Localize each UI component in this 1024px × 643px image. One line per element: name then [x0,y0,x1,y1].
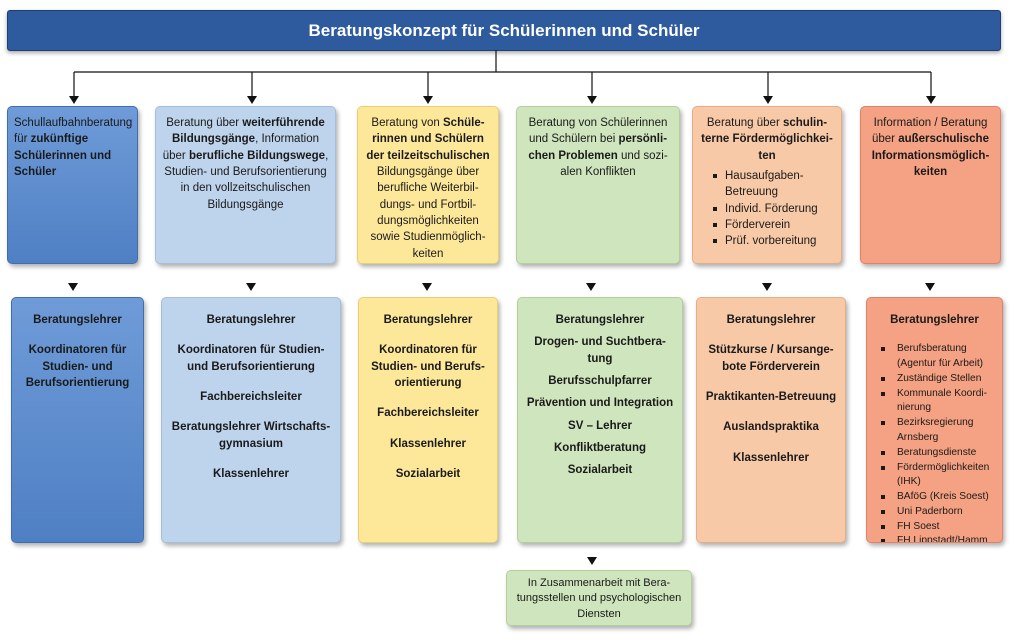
text-run: , Studien- und Berufsorientierung in den… [164,149,329,211]
text-run: Beratung über [706,117,783,129]
bullet-item: Zuständige Stellen [877,372,996,387]
role-label: Beratungslehrer [890,314,979,326]
text-run: Schüle­rinnen und Schülern der teilzeits… [366,117,490,162]
top-box-text: Schullaufbahnberatung für zukünftige Sch… [14,115,133,180]
text-run: außerschulische Informationsmöglich­keit… [871,133,990,178]
bullet-item: Fördermöglichkeiten (IHK) [877,461,996,491]
top-box-text: Beratung von Schülerinnen und Schülern b… [523,115,673,180]
bullet-item: FH Soest [877,520,996,535]
bullet-item: Individ. Förderung [713,201,835,217]
role-label: Beratungslehrer [33,314,122,326]
text-run: Information / Beratung über [872,117,988,146]
top-box-persoenlich: Beratung von Schülerinnen und Schülern b… [516,106,680,264]
top-box-text: Information / Beratung über außerschulis… [867,115,994,180]
role-label: Prävention und Integra­tion [526,397,674,410]
role-label: Koordinatoren für Studien- und Berufsori… [177,344,325,373]
role-label: Beratungslehrer [206,314,296,326]
role-label: Konfliktberatung [554,441,646,454]
top-box-schullaufbahn: Schullaufbahnberatung für zukünftige Sch… [7,106,138,264]
down-arrow-2 [246,283,256,291]
text-run: und sozi­alen Konflikten [560,149,668,178]
arrowhead-1 [69,96,79,104]
text-run: Bildungsgänge über berufliche Weiterbil­… [370,165,486,260]
role-label: Koordinatoren für Studien- und Berufs­or… [371,344,485,389]
role-label: Drogen- und Suchtbera­tung [534,336,666,365]
down-arrow-5 [762,283,772,291]
text-run: Beratung von [371,117,444,129]
role-label: Beratungslehrer Wirtschafts­gymnasium [171,421,331,450]
role-label: Sozialarbeit [567,464,633,477]
text-run: zukünftige Schüle­rinnen und Schüler [14,133,112,178]
bullet-item: Kommunale Koordi­nierung [877,387,996,417]
arrowhead-5 [763,96,773,104]
bullet-item: BAföG (Kreis Soest) [877,490,996,505]
bullet-item: Uni Paderborn [877,505,996,520]
top-box-teilzeit: Beratung von Schüle­rinnen und Schülern … [357,106,499,264]
role-label: Klassenlehrer [212,467,290,480]
extra-box-zusammenarbeit: In Zusammenarbeit mit Bera­tungsstellen … [506,570,692,626]
role-label: Fachbereichsleiter [200,390,302,403]
bullet-item: Förderverein [713,217,835,233]
role-label: SV – Lehrer [568,419,632,432]
text-run: Beratung von Schülerinnen und Schülern b… [528,117,668,146]
top-box-text: Beratung von Schüle­rinnen und Schülern … [364,115,492,262]
down-arrow-3 [422,283,432,291]
text-run: weiterführende Bildungs­gänge [172,117,325,146]
bullet-item: Beratungsdienste [877,446,996,461]
role-label: Auslandspraktika [723,421,819,434]
top-box-foerder: Beratung über schulin­terne Fördermöglic… [692,106,842,264]
page-title: Beratungskonzept für Schülerinnen und Sc… [7,10,1001,51]
text-run: , Information über [162,133,319,162]
role-label: Beratungslehrer [383,314,473,326]
text-run: schulin­terne Fördermöglichkei­ten [701,117,833,162]
role-label: Beratungslehrer [555,314,645,326]
bullet-list: Berufsberatung (Agentur für Arbeit)Zustä… [873,342,996,542]
bullet-item: Hausaufgaben-Betreuung [713,168,835,201]
top-box-bildungsgaenge: Beratung über weiterführende Bildungs­gä… [155,106,336,264]
bullet-item: Berufsberatung (Agentur für Arbeit) [877,342,996,372]
down-arrow-4 [586,283,596,291]
role-label: Klassenlehrer [389,437,467,450]
top-box-text: Beratung über schulin­terne Fördermöglic… [699,115,835,164]
arrowhead-6 [926,96,936,104]
role-label: Berufsschulpfarrer [548,374,652,387]
role-label: Koordinatoren für Stu­dien- und Berufsor… [25,344,130,389]
down-arrow-6 [925,283,935,291]
bullet-item: FH Lippstadt/Hamm [877,534,996,542]
text-run: persönli­chen Problemen [528,133,668,162]
bullet-item: Prüf. vorbereitung [713,233,835,249]
role-label: Stützkurse / Kursange­bote Förderverein [708,344,834,373]
text-run: Beratung über [166,117,243,129]
text-run: berufliche Bildungswege [188,149,326,162]
role-label: Klassenlehrer [732,451,810,464]
bullet-item: Bezirksregierung Arnsberg [877,416,996,446]
role-label: Fachbereichsleiter [377,407,479,420]
role-label: Praktikanten-Betreuung [705,390,837,403]
role-label: Beratungslehrer [726,314,816,326]
down-arrow-1 [68,283,78,291]
down-arrow-extra [587,557,597,565]
text-run: Schullaufbahnberatung für [14,117,133,146]
arrowhead-2 [247,96,257,104]
arrowhead-3 [423,96,433,104]
top-box-ausserschulisch: Information / Beratung über außerschulis… [860,106,1001,264]
role-label: Sozialarbeit [395,467,461,480]
arrowhead-4 [587,96,597,104]
top-box-text: Beratung über weiterführende Bildungs­gä… [162,115,329,213]
